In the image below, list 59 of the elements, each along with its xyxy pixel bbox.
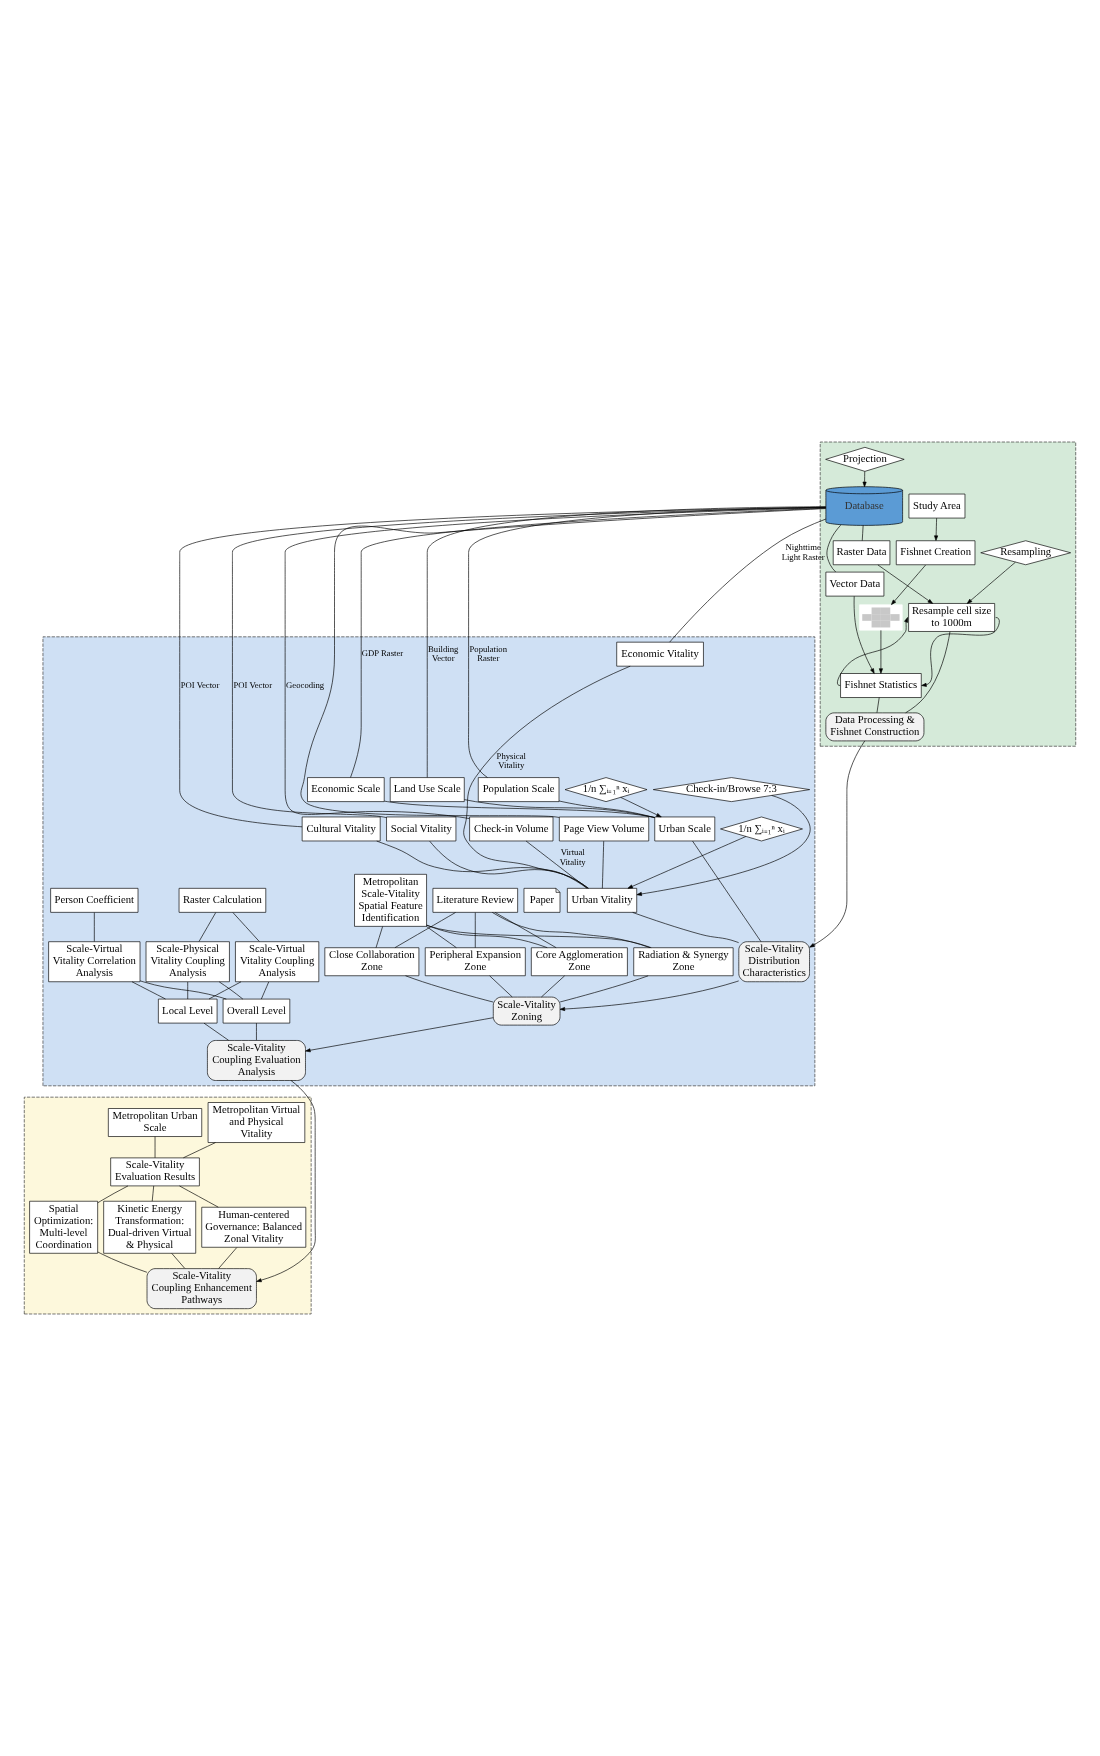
connector <box>394 912 456 948</box>
connector <box>94 912 95 942</box>
connector <box>559 975 649 1003</box>
connector <box>463 665 631 889</box>
connector <box>632 912 739 943</box>
connector <box>376 840 589 889</box>
connector <box>203 1022 230 1041</box>
arrow <box>862 471 867 488</box>
connector <box>256 1022 257 1041</box>
connector <box>692 840 762 942</box>
arrow <box>256 1080 316 1283</box>
connector <box>905 631 951 714</box>
connector <box>151 1185 155 1202</box>
connector <box>489 975 513 998</box>
arrow <box>809 740 866 948</box>
arrow <box>878 630 883 674</box>
connector <box>491 912 651 948</box>
connector <box>876 697 880 714</box>
connector <box>494 912 557 948</box>
connector <box>139 980 227 1000</box>
connector <box>154 1136 156 1159</box>
connector <box>861 525 864 542</box>
arrow <box>966 561 1016 604</box>
arrow <box>853 595 875 674</box>
cluster <box>23 1096 312 1315</box>
connector <box>426 924 548 948</box>
arrow <box>305 1017 494 1053</box>
arrow <box>620 797 662 818</box>
connector <box>464 799 656 818</box>
arrow <box>559 980 740 1011</box>
connector <box>375 926 383 948</box>
connector <box>384 800 655 818</box>
connector <box>826 524 841 573</box>
arrow <box>877 564 933 604</box>
connector <box>350 507 827 778</box>
connector <box>426 926 457 948</box>
connector <box>426 924 652 948</box>
connector <box>131 981 166 1000</box>
connector <box>97 1185 129 1204</box>
connector <box>218 981 244 1000</box>
arrow <box>934 517 939 541</box>
connector <box>187 981 189 1000</box>
connector <box>208 981 242 1000</box>
connector <box>602 840 605 889</box>
connector <box>183 1142 216 1159</box>
connector <box>171 1253 186 1269</box>
connector <box>261 981 270 1000</box>
connector <box>405 975 494 1003</box>
connector <box>232 912 260 942</box>
arrow <box>627 836 747 889</box>
arrow <box>891 564 926 605</box>
connector <box>198 912 217 942</box>
arrow <box>921 617 1000 687</box>
connector <box>179 1185 219 1208</box>
connector <box>474 912 476 948</box>
connector <box>669 518 827 643</box>
connector <box>541 975 565 998</box>
connector <box>218 1247 238 1269</box>
connector <box>97 1251 148 1273</box>
